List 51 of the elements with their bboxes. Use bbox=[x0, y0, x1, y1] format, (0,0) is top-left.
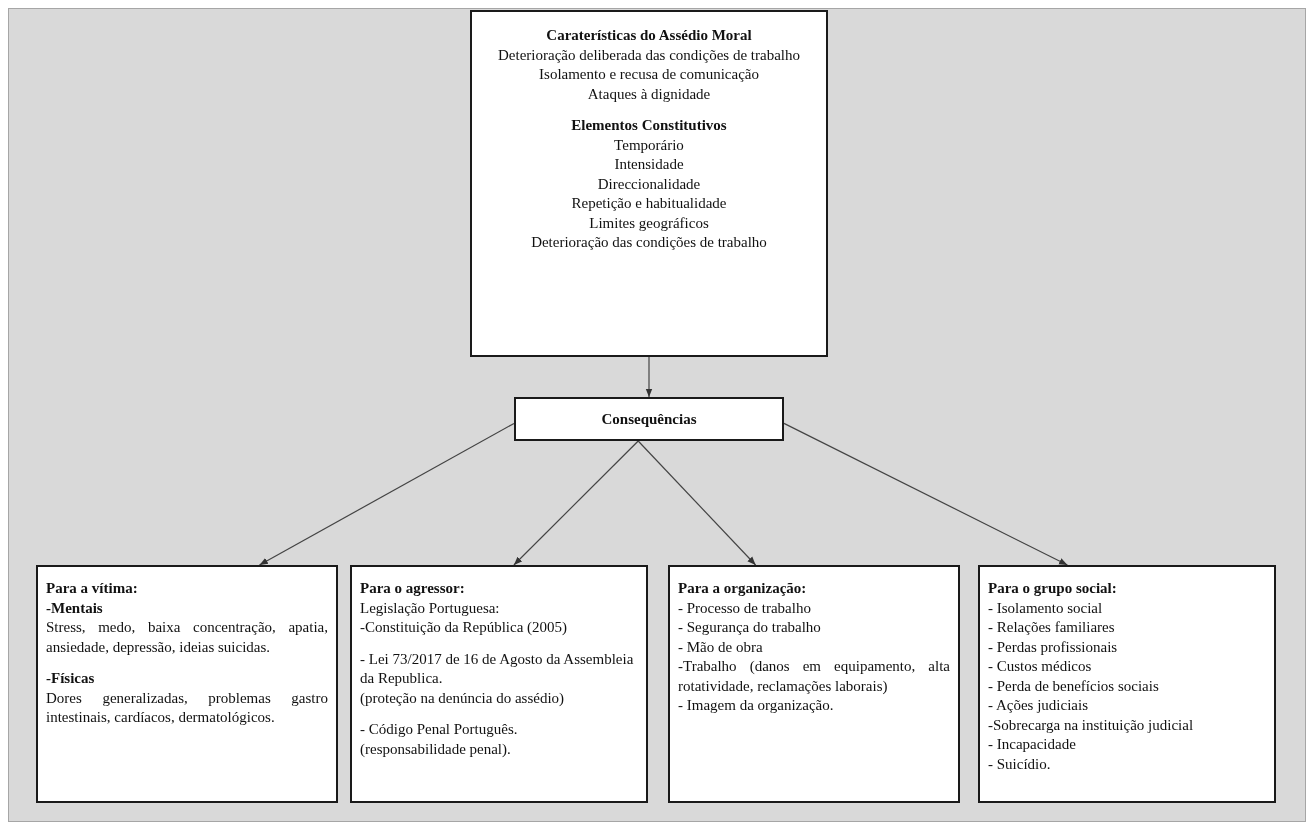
heading-text: -Físicas bbox=[46, 669, 96, 688]
body-text: - Segurança do trabalho bbox=[678, 618, 822, 637]
body-text: - Suicídio. bbox=[988, 754, 1052, 774]
heading-text: Elementos Constitutivos bbox=[570, 116, 728, 135]
body-text: Ataques à dignidade bbox=[586, 84, 712, 104]
body-text: Deterioração deliberada das condições de trabalho bbox=[497, 45, 801, 65]
arrow bbox=[783, 422, 1068, 566]
body-text: - Mão de obra bbox=[678, 637, 764, 657]
body-text: Intensidade bbox=[613, 155, 685, 174]
body-text: Isolamento e recusa de comunicação bbox=[538, 65, 760, 84]
heading-text: Para a vítima: bbox=[46, 579, 139, 598]
body-text: Legislação Portuguesa: bbox=[360, 598, 501, 618]
heading-text: Para a organização: bbox=[678, 579, 808, 598]
body-text: - Ações judiciais bbox=[988, 696, 1089, 715]
text-box bbox=[514, 397, 784, 441]
arrow bbox=[637, 440, 757, 566]
body-text: Stress, medo, baixa concentração, apatia, ansiedade, depressão, ideias suicidas. bbox=[46, 618, 328, 657]
body-text: - Isolamento social bbox=[988, 598, 1104, 618]
text-box bbox=[36, 565, 338, 803]
body-text: Limites geográficos bbox=[588, 213, 710, 233]
body-text: -Sobrecarga na instituição judicial bbox=[988, 715, 1195, 735]
body-text: - Perda de benefícios sociais bbox=[988, 676, 1160, 696]
body-text: Deterioração das condições de trabalho bbox=[530, 233, 768, 252]
heading-text: Caraterísticas do Assédio Moral bbox=[545, 26, 753, 45]
arrow bbox=[645, 356, 653, 398]
body-text: - Custos médicos bbox=[988, 657, 1093, 676]
text-box bbox=[668, 565, 960, 803]
body-text: - Lei 73/2017 de 16 de Agosto da Assembleia da Republica. bbox=[360, 649, 635, 688]
body-text: (responsabilidade penal). bbox=[360, 739, 512, 759]
body-text: - Perdas profissionais bbox=[988, 637, 1119, 657]
heading-text: Para o agressor: bbox=[360, 579, 466, 598]
body-text: - Incapacidade bbox=[988, 735, 1077, 754]
arrow bbox=[258, 422, 515, 566]
body-text: - Imagem da organização. bbox=[678, 696, 835, 715]
body-text: - Relações familiares bbox=[988, 618, 1116, 637]
body-text: Temporário bbox=[613, 135, 685, 155]
body-text: Direccionalidade bbox=[596, 174, 702, 194]
body-text: -Trabalho (danos em equipamento, alta rotatividade, reclamações laborais) bbox=[678, 657, 950, 696]
body-text: - Processo de trabalho bbox=[678, 598, 812, 618]
heading-text: Para o grupo social: bbox=[988, 579, 1118, 598]
body-text: - Código Penal Português. bbox=[360, 720, 519, 739]
heading-text: Consequências bbox=[600, 410, 698, 429]
arrow bbox=[513, 440, 639, 566]
text-box bbox=[350, 565, 648, 803]
body-text: Dores generalizadas, problemas gastro intestinais, cardíacos, dermatológicos. bbox=[46, 688, 328, 727]
body-text: Repetição e habitualidade bbox=[570, 194, 728, 213]
body-text: (proteção na denúncia do assédio) bbox=[360, 688, 566, 708]
body-text: -Constituição da República (2005) bbox=[360, 618, 569, 637]
text-box bbox=[978, 565, 1276, 803]
text-box bbox=[470, 10, 828, 357]
heading-text: -Mentais bbox=[46, 598, 104, 618]
